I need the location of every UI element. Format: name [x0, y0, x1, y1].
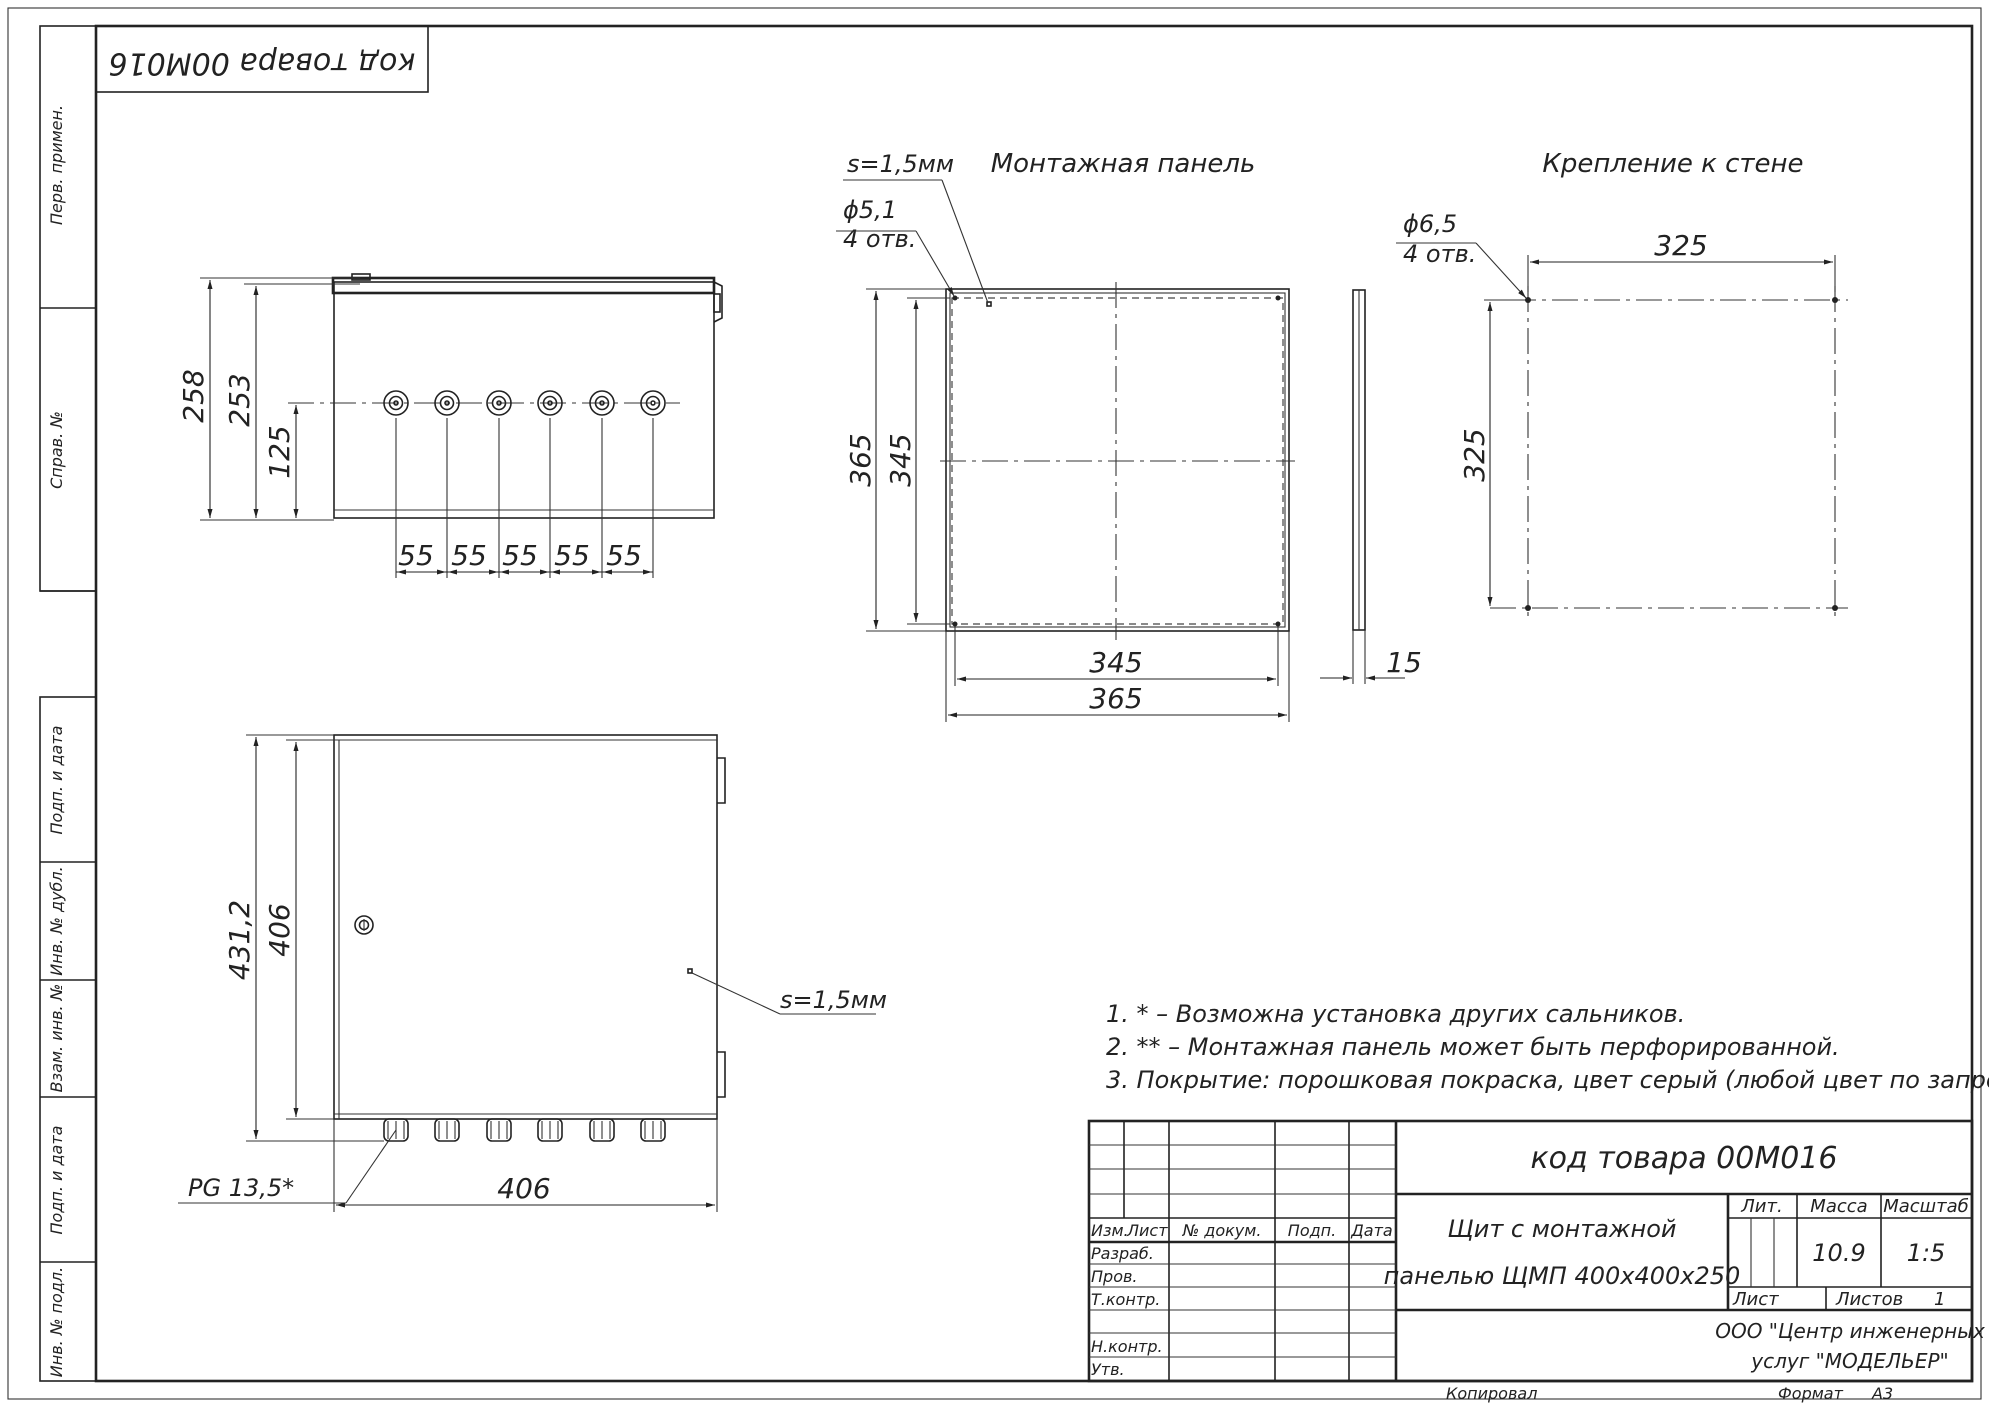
tb-role-nkontr: Н.контр.: [1091, 1337, 1163, 1356]
tb-code: код товара 00М016: [1531, 1141, 1838, 1176]
tb-name-line2: панелью ЩМП 400х400х250: [1384, 1262, 1741, 1290]
panel-dim-h-outer: 365: [844, 433, 877, 486]
side-label-inv-dubl: Инв. № дубл.: [47, 866, 66, 975]
wall-hole-count: 4 отв.: [1403, 240, 1476, 268]
side-label-vzam: Взам. инв. №: [47, 984, 66, 1093]
tb-header-list: Лист: [1126, 1221, 1168, 1240]
title-block: Изм. Лист № докум. Подп. Дата Разраб. Пр…: [1087, 1119, 1985, 1383]
tb-mass-label: Масса: [1810, 1196, 1867, 1217]
tb-copied: Копировал: [1446, 1384, 1537, 1403]
panel-thickness-label: s=1,5мм: [847, 150, 954, 178]
panel-dim-h-inner: 345: [884, 433, 917, 486]
tb-header-izm: Изм.: [1091, 1221, 1129, 1240]
note-1: 1. * – Возможна установка других сальник…: [1106, 1000, 1685, 1028]
wall-dim-h: 325: [1458, 428, 1491, 481]
wall-hole-dia: ϕ6,5: [1403, 210, 1457, 238]
front-view: s=1,5мм PG 13,5* 431,2 406 406: [178, 734, 887, 1212]
front-glands: [383, 1118, 666, 1142]
front-dim-h-total: 431,2: [223, 900, 256, 980]
panel-dim-w-inner: 345: [1089, 646, 1142, 679]
sheet-frame: [7, 7, 1982, 1400]
tb-scale-label: Масштаб: [1883, 1196, 1969, 1217]
mirrored-code-text: код товара 00М016: [109, 46, 416, 81]
side-label-podp-2: Подп. и дата: [47, 1126, 66, 1235]
side-glands: [383, 390, 666, 416]
side-spacing-4: 55: [554, 539, 590, 572]
wall-title: Крепление к стене: [1542, 149, 1803, 179]
tb-header-doc: № докум.: [1182, 1221, 1262, 1240]
tb-header-date: Дата: [1350, 1221, 1392, 1240]
front-dim-w: 406: [497, 1172, 550, 1205]
tb-scale-value: 1:5: [1907, 1239, 1946, 1267]
notes: 1. * – Возможна установка других сальник…: [1106, 1000, 1989, 1094]
side-spacing-5: 55: [606, 539, 642, 572]
side-dim-258: 258: [177, 369, 210, 422]
front-thickness-label: s=1,5мм: [780, 986, 887, 1014]
tb-org-line2: услуг "МОДЕЛЬЕР": [1750, 1349, 1948, 1373]
side-dim-253: 253: [223, 373, 256, 426]
tb-sheets-value: 1: [1934, 1289, 1945, 1310]
panel-hole-count: 4 отв.: [843, 225, 916, 253]
side-label-podp-1: Подп. и дата: [47, 726, 66, 835]
tb-sheets-label: Листов: [1835, 1289, 1903, 1310]
tb-mass-value: 10.9: [1812, 1239, 1865, 1267]
front-gland-label: PG 13,5*: [188, 1174, 294, 1202]
tb-org-line1: ООО "Центр инженерных: [1715, 1319, 1985, 1343]
side-spacing-1: 55: [398, 539, 434, 572]
tb-format-label: Формат: [1778, 1384, 1844, 1403]
note-3: 3. Покрытие: порошковая покраска, цвет с…: [1106, 1066, 1989, 1094]
tb-name-line1: Щит с монтажной: [1447, 1215, 1676, 1243]
side-dim-125: 125: [263, 425, 296, 478]
wall-dim-w: 325: [1654, 229, 1707, 262]
panel-dim-depth: 15: [1386, 646, 1422, 679]
side-spacing-3: 55: [502, 539, 538, 572]
panel-view: Монтажная панель s=1,5мм ϕ5,1 4 отв. 365…: [836, 149, 1422, 722]
panel-hole-dia: ϕ5,1: [843, 196, 897, 224]
tb-role-tkontr: Т.контр.: [1091, 1290, 1160, 1309]
wall-view: Крепление к стене ϕ6,5 4 отв. 325 325: [1396, 149, 1848, 622]
front-dim-h-body: 406: [263, 903, 296, 956]
mirrored-code-box: код товара 00М016: [95, 25, 429, 93]
tb-format-value: А3: [1871, 1384, 1893, 1403]
side-labels: Перв. примен. Справ. № Подп. и дата Инв.…: [47, 105, 66, 1377]
tb-role-prov: Пров.: [1091, 1267, 1138, 1286]
note-2: 2. ** – Монтажная панель может быть перф…: [1106, 1033, 1840, 1061]
side-label-perv: Перв. примен.: [47, 105, 66, 225]
tb-role-razrab: Разраб.: [1091, 1244, 1154, 1263]
side-spacing-2: 55: [451, 539, 487, 572]
tb-header-podp: Подп.: [1288, 1221, 1336, 1240]
side-label-inv-podl: Инв. № подл.: [47, 1267, 66, 1377]
side-view: 258 253 125 55 55 55 55 55: [177, 273, 723, 578]
panel-dim-w-outer: 365: [1089, 682, 1142, 715]
tb-role-utv: Утв.: [1091, 1360, 1125, 1379]
tb-lit-label: Лит.: [1740, 1196, 1782, 1217]
side-label-sprav: Справ. №: [47, 411, 66, 489]
panel-title: Монтажная панель: [991, 149, 1256, 179]
tb-sheet-label: Лист: [1732, 1289, 1779, 1310]
